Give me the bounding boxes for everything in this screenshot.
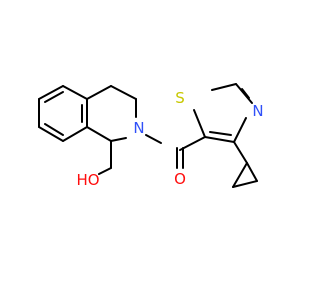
hydroxyl-label: HO [76, 171, 99, 189]
piperidine-ring [86, 85, 137, 142]
carbonyl-oxygen-label: O [174, 170, 186, 188]
amide-group [145, 134, 206, 169]
benzene-ring [38, 85, 88, 142]
thiazole-ring [193, 83, 253, 143]
cyclopropyl-group [232, 141, 258, 188]
amide-nitrogen-label: N [133, 119, 144, 137]
molecule-diagram: S N N O HO [38, 83, 264, 189]
thiazole-nitrogen-label: N [252, 102, 263, 120]
sulfur-atom-label: S [175, 89, 185, 107]
hydroxymethyl-group [98, 140, 112, 175]
structure-canvas: S N N O HO [38, 83, 264, 189]
